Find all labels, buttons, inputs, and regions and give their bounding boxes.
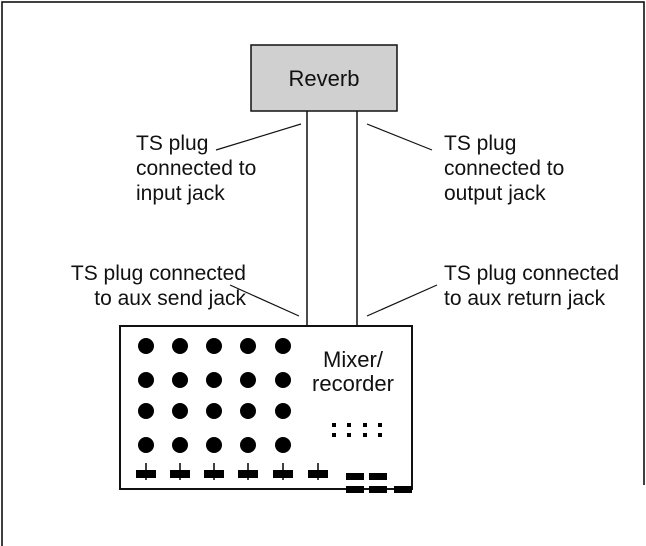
mixer-button — [369, 473, 387, 480]
output-callout-line-2: connected to — [444, 157, 564, 180]
mixer-button — [346, 486, 364, 493]
input-callout-line-2: connected to — [136, 157, 256, 180]
knob-dot — [240, 338, 256, 354]
input-callout-leader — [215, 123, 302, 151]
output-callout-line-3: output jack — [444, 182, 546, 205]
knob-dot — [275, 437, 291, 453]
mixer-knob-grid — [138, 338, 291, 453]
reverb-label: Reverb — [289, 66, 360, 91]
fader-cap — [238, 470, 258, 478]
input-callout-line-1: TS plug — [136, 132, 208, 155]
mixer-box — [119, 325, 413, 490]
output-callout: TS plug connected to output jack — [444, 132, 564, 205]
mixer-indicator-dots — [332, 423, 382, 437]
knob-dot — [240, 437, 256, 453]
input-callout: TS plug connected to input jack — [136, 132, 256, 205]
mixer-faders — [136, 463, 328, 480]
indicator-dot — [347, 433, 351, 437]
mixer-button — [394, 486, 412, 493]
indicator-dot — [378, 423, 382, 427]
knob-dot — [206, 372, 222, 388]
fader-cap — [204, 470, 224, 478]
fader-cap — [136, 470, 156, 478]
knob-dot — [138, 437, 154, 453]
knob-dot — [172, 403, 188, 419]
knob-dot — [138, 372, 154, 388]
mixer-label-line-1: Mixer/ — [323, 347, 384, 372]
aux-send-callout-line-2: to aux send jack — [94, 287, 246, 310]
aux-send-callout-line-1: TS plug connected — [71, 262, 246, 285]
knob-dot — [275, 338, 291, 354]
output-callout-line-1: TS plug — [444, 132, 516, 155]
indicator-dot — [332, 433, 336, 437]
knob-dot — [172, 437, 188, 453]
knob-dot — [172, 338, 188, 354]
knob-dot — [138, 403, 154, 419]
knob-dot — [206, 403, 222, 419]
indicator-dot — [363, 433, 367, 437]
aux-return-callout: TS plug connected to aux return jack — [444, 262, 619, 310]
aux-send-callout: TS plug connected to aux send jack — [71, 262, 247, 310]
mixer-button — [369, 486, 387, 493]
fader-cap — [170, 470, 190, 478]
indicator-dot — [332, 423, 336, 427]
indicator-dot — [347, 423, 351, 427]
knob-dot — [240, 403, 256, 419]
reverb-box — [250, 44, 398, 112]
aux-send-callout-leader — [229, 284, 300, 317]
aux-return-callout-line-2: to aux return jack — [444, 287, 606, 310]
knob-dot — [275, 372, 291, 388]
fader-cap — [308, 470, 328, 478]
output-callout-leader — [366, 123, 433, 151]
knob-dot — [138, 338, 154, 354]
aux-return-callout-leader — [366, 284, 438, 317]
indicator-dot — [378, 433, 382, 437]
mixer-button — [346, 473, 364, 480]
knob-dot — [172, 372, 188, 388]
knob-dot — [206, 437, 222, 453]
fader-cap — [273, 470, 293, 478]
mixer-label-line-2: recorder — [312, 371, 394, 396]
knob-dot — [275, 403, 291, 419]
indicator-dot — [363, 423, 367, 427]
mixer-buttons — [346, 473, 412, 493]
aux-return-callout-line-1: TS plug connected — [444, 262, 619, 285]
input-callout-line-3: input jack — [136, 182, 225, 205]
knob-dot — [240, 372, 256, 388]
knob-dot — [206, 338, 222, 354]
